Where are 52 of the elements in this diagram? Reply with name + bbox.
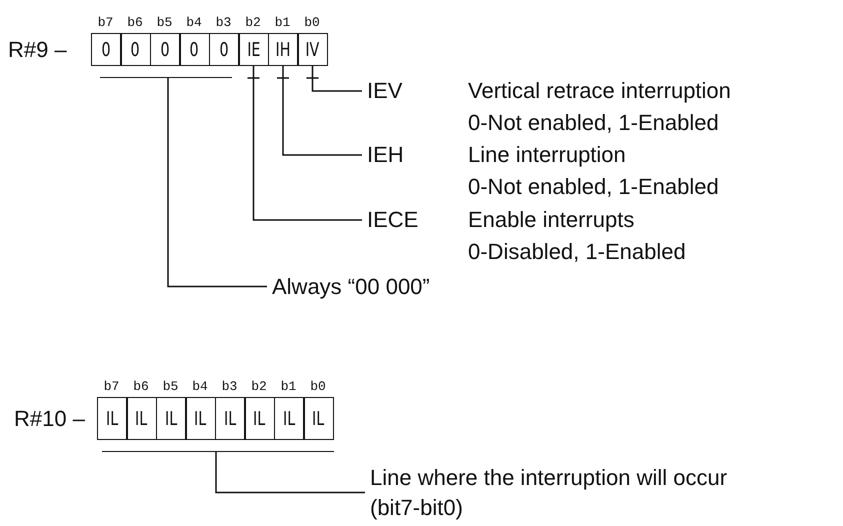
bit-number: b6	[132, 379, 150, 394]
bit-number: b7	[102, 379, 120, 394]
bit-number: b5	[162, 379, 180, 394]
description-text: 0-Not enabled, 1-Enabled	[468, 110, 720, 136]
bit-cell: IH	[268, 33, 298, 66]
bit-cell: 0	[120, 33, 151, 66]
bit-cell: IL	[244, 397, 275, 440]
bit-number: b2	[244, 15, 262, 30]
bit-number: b1	[274, 15, 292, 30]
bit-cell: 0	[208, 33, 240, 66]
bit-cell: 0	[150, 33, 180, 66]
bit-cell: 0	[90, 33, 122, 66]
bit-number: b0	[303, 15, 321, 30]
bit-number: b1	[280, 379, 298, 394]
register-label: R#10 –	[14, 406, 86, 432]
description-text: Enable interrupts	[468, 207, 636, 233]
description-text: Always “00 000”	[272, 274, 430, 299]
field-name: IEH	[367, 142, 405, 168]
bit-cell: IV	[297, 33, 328, 66]
field-name: IECE	[367, 207, 420, 233]
bit-cell: 0	[179, 33, 210, 66]
bit-cell: IE	[238, 33, 269, 66]
description-text: Line where the interruption will occur (bit7-bit0)	[370, 465, 728, 520]
bit-cell: IL	[156, 397, 186, 440]
bit-number: b3	[220, 379, 238, 394]
bit-cell: IL	[303, 397, 334, 440]
leader-line	[282, 66, 362, 156]
bracket-line	[100, 77, 232, 78]
bit-cell: IL	[96, 397, 128, 440]
bit-cell: IL	[126, 397, 157, 440]
bracket-line	[102, 451, 334, 452]
bit-cell: IL	[214, 397, 246, 440]
bit-cell: IL	[185, 397, 216, 440]
description-text: 0-Not enabled, 1-Enabled	[468, 174, 719, 200]
bit-number: b7	[96, 15, 114, 30]
bit-number: b0	[309, 379, 327, 394]
bit-number: b5	[156, 15, 174, 30]
description-text: Line interruption	[468, 142, 627, 168]
bit-number: b6	[126, 15, 144, 30]
field-name: IEV	[367, 78, 404, 104]
description-text: 0-Disabled, 1-Enabled	[468, 239, 686, 265]
leader-line	[252, 66, 362, 221]
bit-number: b2	[250, 379, 268, 394]
bit-number: b3	[214, 15, 232, 30]
bit-cell: IL	[274, 397, 304, 440]
leader-line	[215, 452, 365, 494]
bit-number: b4	[191, 379, 209, 394]
leader-line	[312, 66, 362, 92]
register-label: R#9 –	[8, 36, 68, 62]
leader-line	[167, 78, 267, 288]
description-text: Vertical retrace interruption	[468, 78, 731, 104]
bit-number: b4	[185, 15, 203, 30]
